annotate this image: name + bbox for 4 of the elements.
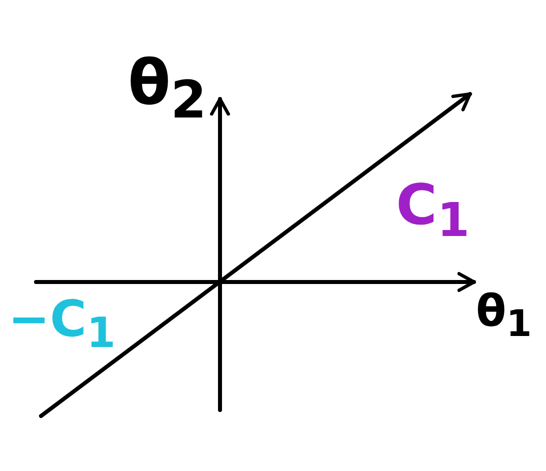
curve-label: −C$_{1}$ <box>8 294 116 354</box>
axis-label: θ$_{2}$ <box>128 52 207 128</box>
axis-label: θ$_{1}$ <box>476 290 532 342</box>
curve-label: C$_{1}$ <box>396 178 470 245</box>
